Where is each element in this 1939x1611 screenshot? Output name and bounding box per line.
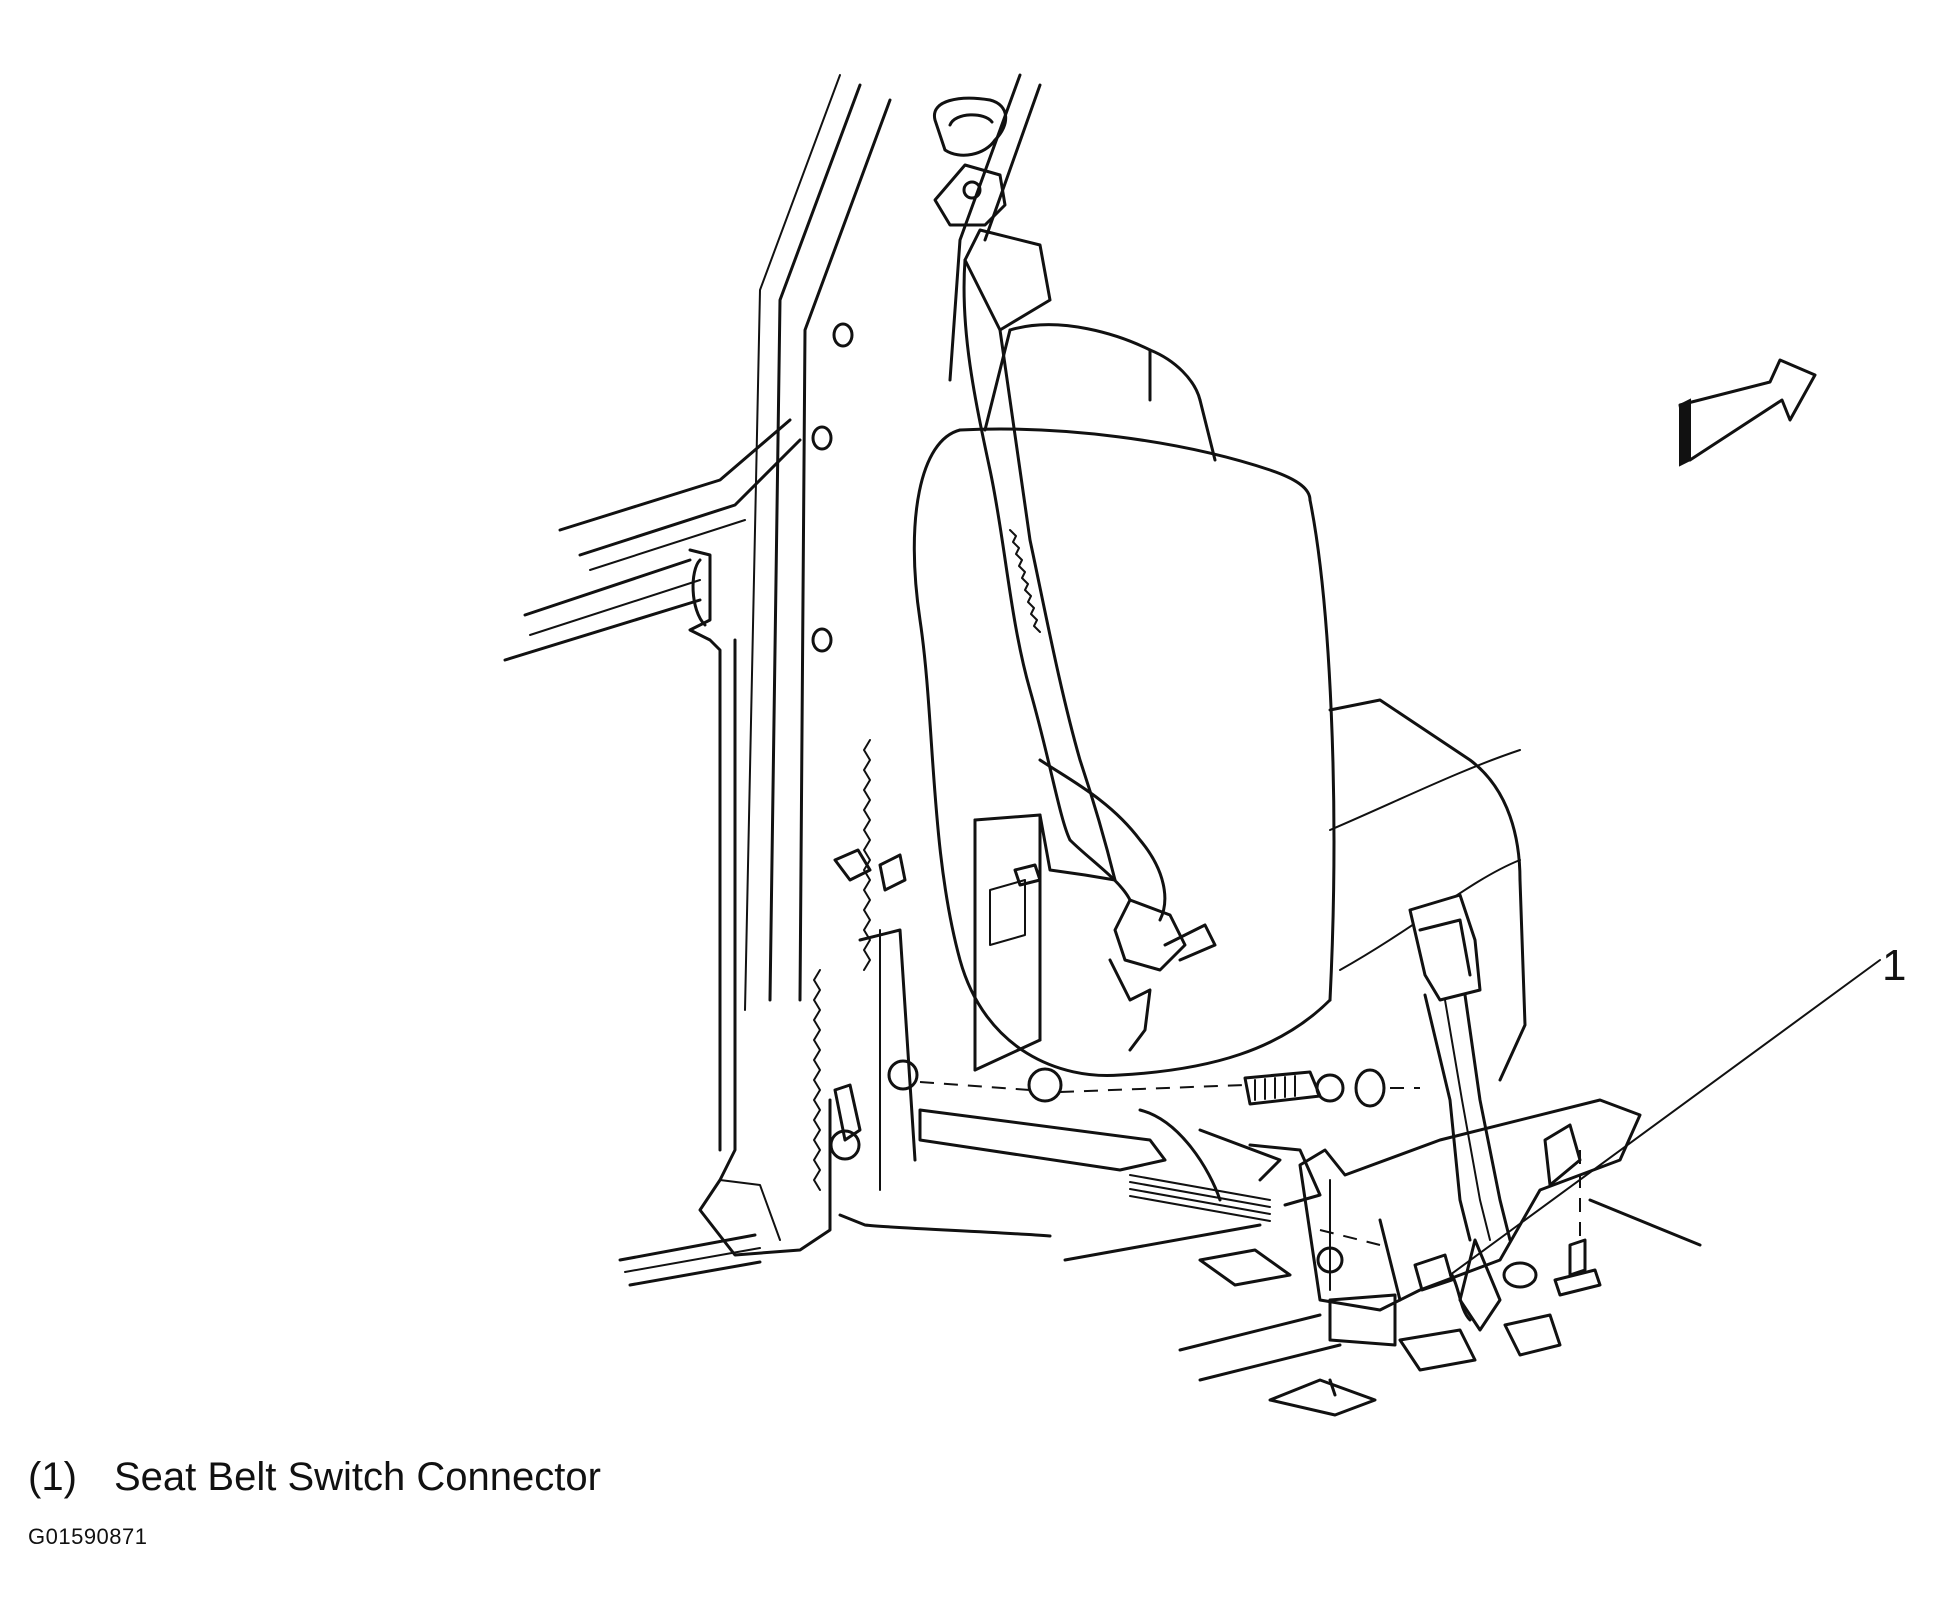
seat-back — [912, 323, 1527, 1082]
belt-retractor — [973, 813, 1217, 1072]
callout-number: 1 — [1882, 941, 1906, 990]
arrow-icon — [1678, 358, 1817, 467]
upper-belt-anchor — [933, 96, 1052, 332]
seat-belt-buckle — [1408, 893, 1538, 1332]
figure-id: G01590871 — [28, 1524, 148, 1549]
legend-number: (1) — [28, 1455, 77, 1499]
legend-label: Seat Belt Switch Connector — [114, 1455, 601, 1499]
seat-base — [838, 928, 1702, 1417]
seat-belt-switch-connector — [1413, 1253, 1472, 1322]
shoulder-belt-webbing — [962, 258, 1167, 922]
callout-1: 1 — [1449, 941, 1906, 1276]
anchor-bolt-assembly — [887, 1059, 1420, 1108]
legend: (1) Seat Belt Switch Connector — [28, 1455, 601, 1500]
body-pillar — [503, 73, 1042, 1287]
